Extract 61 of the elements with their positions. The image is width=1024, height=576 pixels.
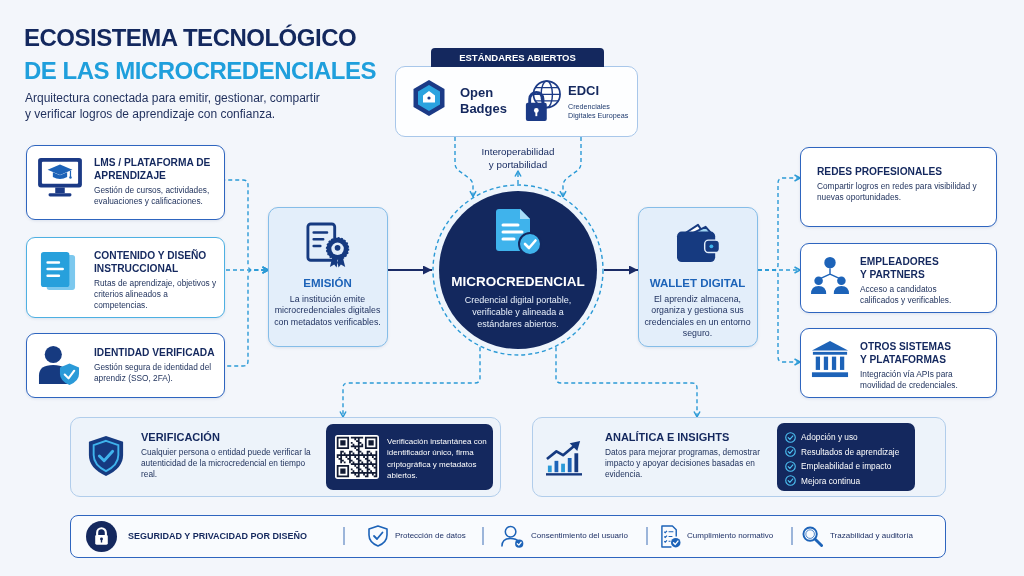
info-card [800,328,997,398]
standard-name: Open Badges [460,85,508,117]
card-description: Gestión de cursos, actividades, evaluaciones y calificaciones. [94,185,211,207]
dashed-arrow [454,136,477,198]
bar-item-text: Protección de datos [395,531,466,541]
info-card [800,147,997,227]
dashed-arrow [339,346,481,418]
card-description: Acceso a candidatos calificados y verificables. [860,284,953,306]
checklist-item: Adopción y uso [801,431,858,443]
dashed-arrow [224,266,269,367]
dashed-arrow [757,269,801,366]
annotation-text: Interoperabilidad y portabilidad [478,146,558,171]
feature-panel [70,417,501,497]
security-bar [70,515,946,558]
info-card [26,237,225,318]
bar-item-text: Trazabilidad y auditoría [830,531,913,541]
card-title: IDENTIDAD VERIFICADA [94,346,215,359]
bar-item-text: Cumplimiento normativo [687,531,774,541]
checklist-item: Empleabilidad e impacto [801,460,892,472]
panel-title: VERIFICACIÓN [141,430,220,444]
panel-title: ANALÍTICA E INSIGHTS [605,430,730,444]
checklist-item: Resultados de aprendizaje [801,445,900,458]
heading-tab: ESTÁNDARES ABIERTOS [431,48,604,67]
checklist-item: Mejora continua [801,474,861,487]
standard-name: EDCI [568,83,600,99]
step-title: EMISIÓN [303,276,352,290]
step-description: La institución emite microcredenciales digitales con metadatos verificables. [273,294,382,328]
feature-panel [532,417,946,497]
dashed-arrow [514,170,522,185]
card-title: LMS / PLATAFORMA DE APRENDIZAJE [94,156,212,182]
bar-item-text: Consentimiento del usuario [531,531,628,541]
card-description: Compartir logros en redes para visibilidad y nuevas oportunidades. [817,181,978,203]
card-title: CONTENIDO Y DISEÑO INSTRUCCIONAL [94,249,208,275]
title: ECOSISTEMA TECNOLÓGICO DE LAS MICROCREDENCIALES [24,23,378,86]
info-card [26,145,225,220]
step-card [268,207,388,347]
arrow [387,265,433,275]
checklist-panel [777,423,915,491]
step-description: El aprendiz almacena, organiza y gestiona sus credenciales en un entorno seguro. [643,294,752,340]
panel-description: Datos para mejorar programas, demostrar impacto y apoyar decisiones basadas en evidencia. [605,447,761,480]
panel-note: Verificación instantánea con identificador único, firma criptográfica y metadatos abiertos. [387,436,488,482]
credential-circle [432,184,604,356]
step-title: WALLET DIGITAL [649,276,746,290]
arrow [603,265,639,275]
card-title: EMPLEADORES Y PARTNERS [860,255,940,281]
info-card [800,243,997,313]
card-title: REDES PROFESIONALES [817,165,943,178]
dashed-arrow [555,346,701,418]
step-card [638,207,758,347]
subtitle: Arquitectura conectada para emitir, gestionar, compartir y verificar logros de aprendizaje con confianza. [25,90,321,122]
info-panel [326,424,493,490]
circle-title: MICROCREDENCIAL [451,274,585,290]
card-description: Integración vía APIs para movilidad de credenciales. [860,369,959,391]
card-title: OTROS SISTEMAS Y PLATAFORMAS [860,340,953,366]
info-card [26,333,225,398]
dashed-arrow [559,136,582,198]
card-description: Rutas de aprendizaje, objetivos y criterios alineados a competencias. [94,278,218,311]
card-description: Gestión segura de identidad del aprendiz (SSO, 2FA). [94,362,213,384]
panel-description: Cualquier persona o entidad puede verificar la autenticidad de la microcredencial en tiempo real. [141,447,312,480]
bar-title: SEGURIDAD Y PRIVACIDAD POR DISEÑO [128,530,308,542]
circle-description: Credencial digital portable, verificable y alineada a estándares abiertos. [463,294,573,330]
